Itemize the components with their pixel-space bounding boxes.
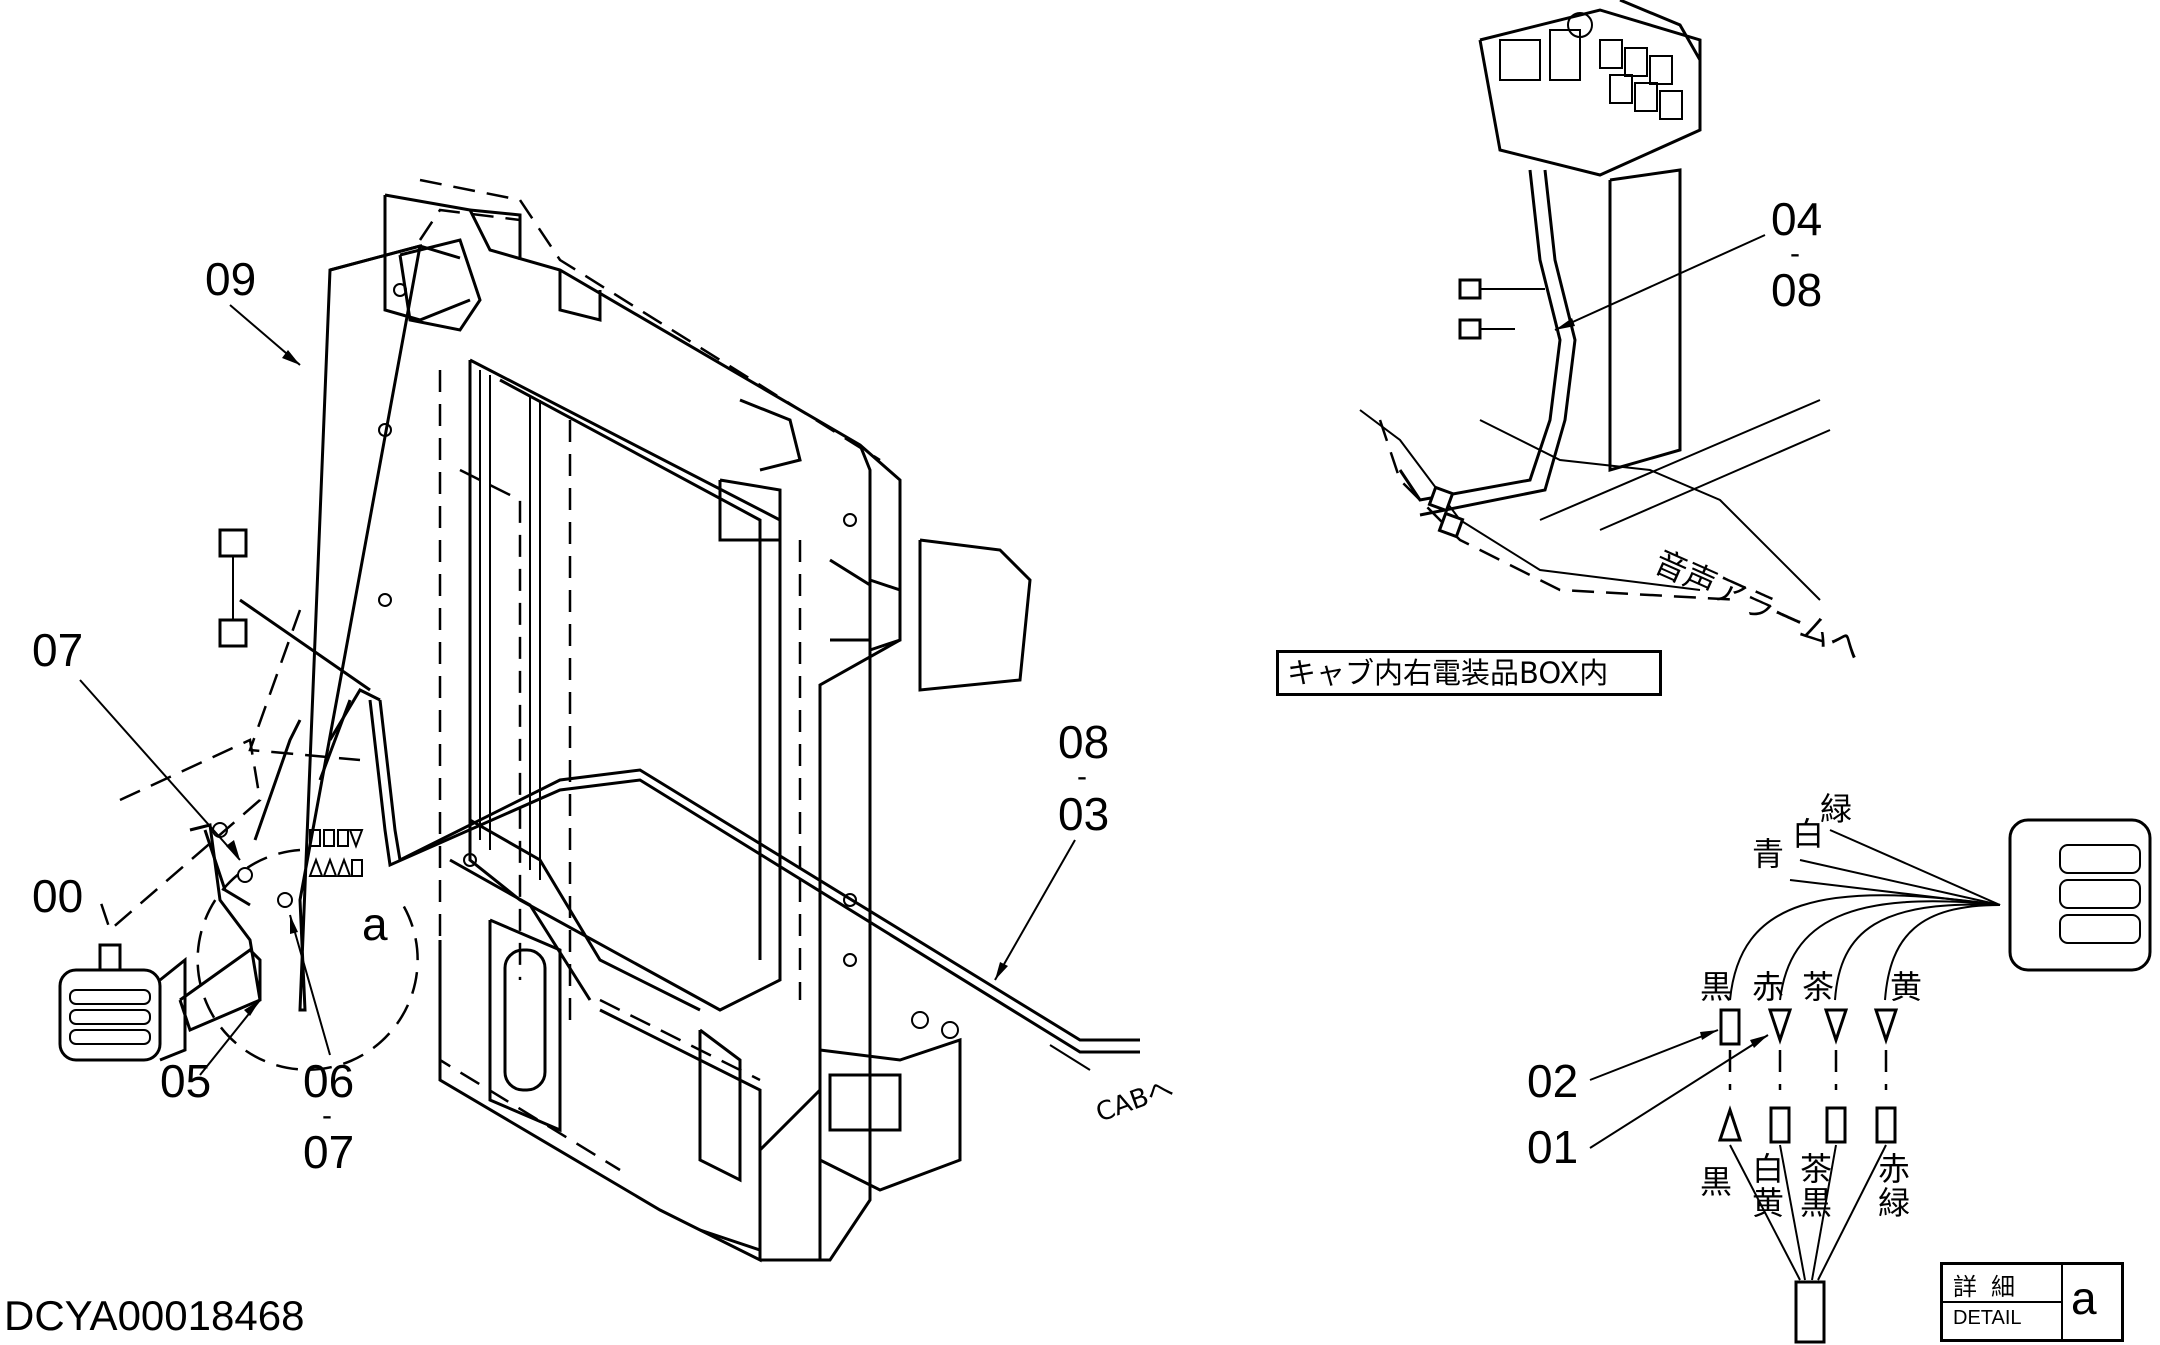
callout-02: 02 bbox=[1527, 1055, 1578, 1107]
callout-04: 04 bbox=[1771, 193, 1822, 245]
callout-08-03-separator: - bbox=[1077, 760, 1087, 793]
detail-label-jp: 詳細 bbox=[1953, 1273, 2029, 1301]
wire-color-brown-black-1: 茶 bbox=[1800, 1150, 1832, 1188]
callout-04-08-separator: - bbox=[1790, 237, 1800, 270]
wire-color-brown: 茶 bbox=[1802, 968, 1834, 1006]
wire-color-red-green-2: 緑 bbox=[1878, 1184, 1910, 1222]
box-location-label: キャブ内右電装品BOX内 bbox=[1276, 650, 1662, 696]
callout-00: 00 bbox=[32, 870, 83, 922]
wire-color-red: 赤 bbox=[1752, 968, 1784, 1006]
wire-color-white-yellow-2: 黄 bbox=[1752, 1184, 1784, 1222]
detail-divider-horizontal bbox=[1943, 1301, 2061, 1303]
wire-color-lower-black: 黒 bbox=[1700, 1163, 1732, 1201]
detail-label-en: DETAIL bbox=[1953, 1307, 2022, 1329]
wire-color-blue: 青 bbox=[1752, 835, 1784, 873]
document-id: DCYA00018468 bbox=[4, 1292, 305, 1339]
wire-color-white-yellow-1: 白 bbox=[1752, 1150, 1784, 1188]
callout-07-top: 07 bbox=[32, 624, 83, 676]
callout-01: 01 bbox=[1527, 1121, 1578, 1173]
alarm-destination-label: 音声アラームへ bbox=[1649, 543, 1868, 668]
callout-03: 03 bbox=[1058, 788, 1109, 840]
callout-09: 09 bbox=[205, 253, 256, 305]
leader-lines-left bbox=[79, 304, 1076, 1076]
callout-07-bottom: 07 bbox=[303, 1126, 354, 1178]
callout-06-07-separator: - bbox=[322, 1099, 332, 1132]
wire-color-red-green-1: 赤 bbox=[1878, 1150, 1910, 1188]
callout-08-mid: 08 bbox=[1058, 716, 1109, 768]
alarm-buzzer-assembly bbox=[58, 822, 293, 1062]
electrical-box-view bbox=[1359, 0, 1831, 602]
wire-color-yellow: 黄 bbox=[1890, 968, 1922, 1006]
detail-divider-vertical bbox=[2061, 1265, 2063, 1339]
wire-color-green: 緑 bbox=[1820, 790, 1852, 828]
wire-color-white: 白 bbox=[1792, 815, 1824, 853]
wire-color-black: 黒 bbox=[1700, 968, 1732, 1006]
annotation-labels: CABへ 音声アラームへ bbox=[1049, 543, 1868, 1129]
frame-assembly bbox=[98, 178, 1032, 1263]
cab-label: CABへ bbox=[1092, 1073, 1177, 1128]
callout-labels: 09 07 00 05 06 - 07 a 08 - 03 04 - 08 02… bbox=[32, 193, 1822, 1178]
detail-legend-box: 詳細 DETAIL a bbox=[1940, 1262, 2124, 1342]
wiring-harness bbox=[196, 528, 1140, 1071]
callout-06: 06 bbox=[303, 1055, 354, 1107]
detail-reference: a bbox=[2071, 1272, 2097, 1324]
wire-color-labels: 緑 白 青 黒 赤 茶 黄 黒 白 黄 茶 黒 赤 緑 bbox=[1700, 790, 1922, 1222]
callout-08-top: 08 bbox=[1771, 264, 1822, 316]
callout-detail-a: a bbox=[362, 898, 388, 950]
wire-color-brown-black-2: 黒 bbox=[1800, 1184, 1832, 1222]
callout-05: 05 bbox=[160, 1055, 211, 1107]
detail-a-wiring bbox=[1589, 818, 2152, 1344]
